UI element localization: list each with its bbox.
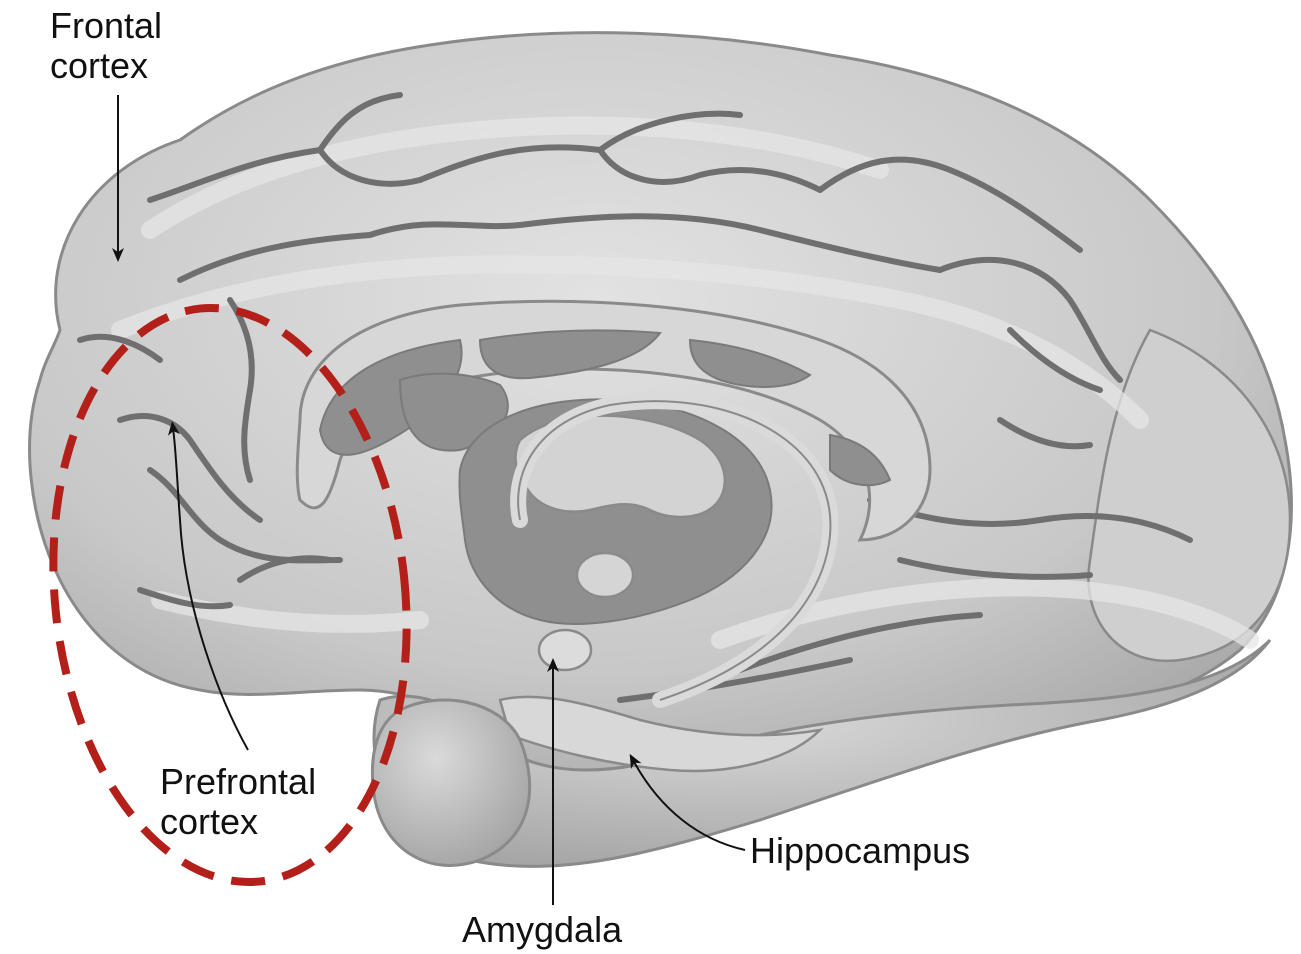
prefrontal-cortex-label-line1: Prefrontal xyxy=(160,762,316,802)
frontal-cortex-label-line2: cortex xyxy=(50,46,162,86)
prefrontal-cortex-label-line2: cortex xyxy=(160,802,316,842)
brain-stem xyxy=(372,700,529,865)
mammillary-body xyxy=(577,553,633,597)
frontal-cortex-label: Frontal cortex xyxy=(50,6,162,86)
prefrontal-cortex-label: Prefrontal cortex xyxy=(160,762,316,842)
amygdala-label: Amygdala xyxy=(462,910,622,950)
frontal-cortex-label-line1: Frontal xyxy=(50,6,162,46)
amygdala-structure xyxy=(539,630,591,670)
hippocampus-label: Hippocampus xyxy=(750,831,970,871)
